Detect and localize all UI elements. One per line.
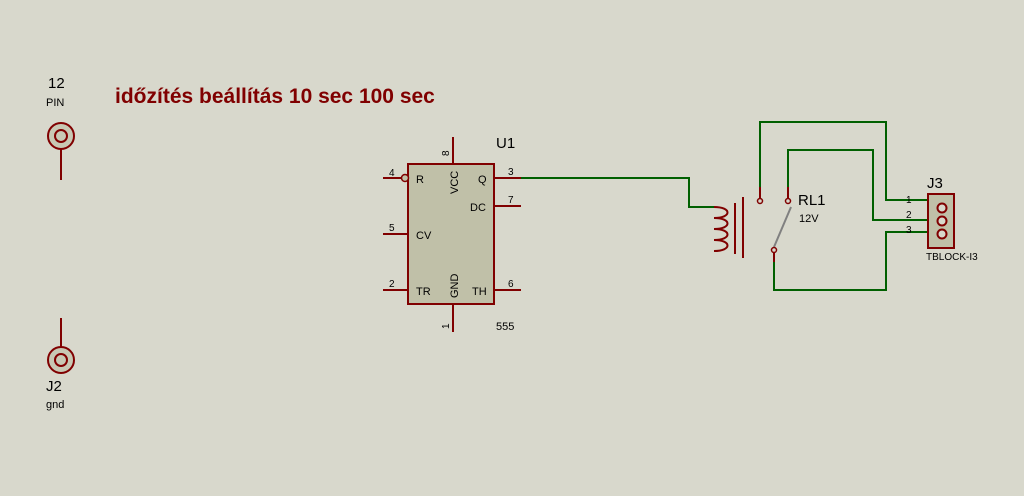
terminal-screw-icon bbox=[936, 228, 948, 240]
pin-2-number: 2 bbox=[389, 279, 395, 290]
pin-8-name: VCC bbox=[449, 171, 461, 194]
wire-q-to-coil bbox=[521, 177, 714, 208]
gnd-connector-value: gnd bbox=[46, 399, 64, 411]
wires bbox=[521, 121, 930, 291]
pin-connector-ref: 12 bbox=[48, 75, 65, 92]
pin-connector-outer-ring bbox=[47, 122, 75, 150]
terminal-screw-icon bbox=[936, 202, 948, 214]
wire-terminal-pin-3 bbox=[773, 231, 930, 291]
relay-ref: RL1 bbox=[798, 192, 826, 209]
relay-contact-common bbox=[770, 246, 778, 254]
pin-5-name: CV bbox=[416, 230, 432, 242]
relay-coil-icon bbox=[713, 206, 729, 252]
pin-5-number: 5 bbox=[389, 223, 395, 234]
relay-contact-no bbox=[784, 197, 792, 205]
pin-7-number: 7 bbox=[508, 195, 514, 206]
pin-7-name: DC bbox=[470, 202, 486, 214]
pin-1-number: 1 bbox=[441, 323, 452, 329]
pin-6-name: TH bbox=[472, 286, 487, 298]
terminal-value: TBLOCK-I3 bbox=[926, 252, 978, 263]
gnd-connector-ref: J2 bbox=[46, 378, 62, 395]
terminal-pin-1-number: 1 bbox=[906, 195, 912, 206]
pin-connector-inner-ring bbox=[54, 129, 68, 143]
wire-terminal-pin-2 bbox=[787, 149, 930, 221]
timer-value: 555 bbox=[496, 321, 514, 333]
gnd-connector-j2[interactable]: J2 gnd bbox=[46, 318, 75, 411]
pin-3-number: 3 bbox=[508, 167, 514, 178]
pin-2-name: TR bbox=[416, 286, 431, 298]
pin-4-name: R bbox=[416, 174, 424, 186]
pin-3-name: Q bbox=[478, 174, 487, 186]
relay-value: 12V bbox=[799, 213, 819, 225]
timer-ic-u1[interactable]: U1 4 R 5 CV 2 TR 8 VCC 1 GND 3 Q 7 DC 6 … bbox=[383, 135, 521, 333]
terminal-pin-2-number: 2 bbox=[906, 210, 912, 221]
relay-contact-nc bbox=[756, 197, 764, 205]
pin-1-name: GND bbox=[449, 274, 461, 299]
pin-4-inversion-bubble bbox=[400, 173, 410, 183]
wire-terminal-pin-1 bbox=[759, 121, 930, 201]
pin-6-number: 6 bbox=[508, 279, 514, 290]
relay-switch-blade bbox=[773, 206, 792, 248]
gnd-connector-inner-ring bbox=[54, 353, 68, 367]
timing-note: időzítés beállítás 10 sec 100 sec bbox=[115, 85, 435, 108]
timer-ref: U1 bbox=[496, 135, 515, 152]
terminal-block-j3[interactable]: J3 1 2 3 TBLOCK-I3 bbox=[906, 175, 978, 263]
pin-connector-value: PIN bbox=[46, 97, 64, 109]
relay-rl1[interactable]: RL1 12V bbox=[713, 187, 826, 262]
pin-8-number: 8 bbox=[441, 150, 452, 156]
terminal-screw-icon bbox=[936, 215, 948, 227]
gnd-connector-outer-ring bbox=[47, 346, 75, 374]
pin-4-number: 4 bbox=[389, 168, 395, 179]
timer-body bbox=[407, 163, 495, 305]
terminal-ref: J3 bbox=[927, 175, 943, 192]
terminal-pin-3-number: 3 bbox=[906, 225, 912, 236]
pin-connector-12[interactable]: 12 PIN bbox=[46, 75, 75, 180]
